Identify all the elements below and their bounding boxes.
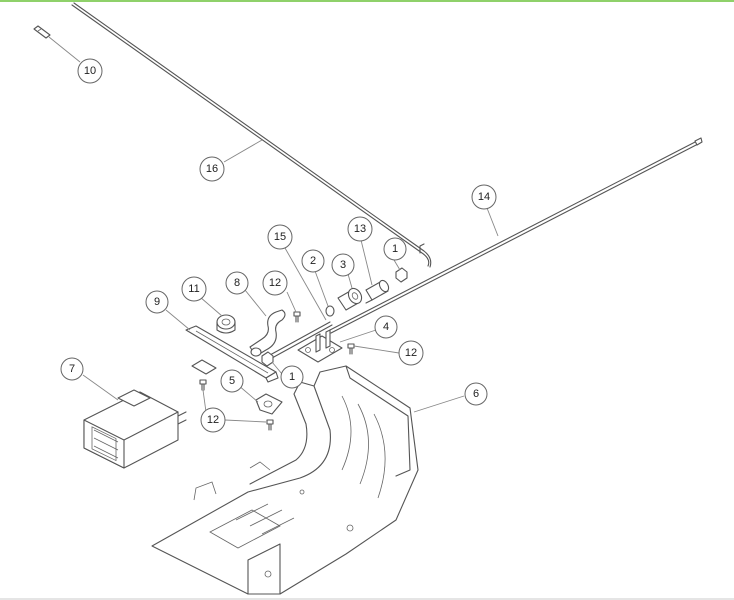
callout-13: 13: [347, 216, 373, 242]
svg-text:14: 14: [478, 191, 490, 203]
svg-text:11: 11: [188, 283, 199, 295]
leader-lines: [48, 36, 499, 423]
svg-text:1: 1: [392, 243, 398, 255]
part-pin: [33, 25, 51, 39]
part-canister: [83, 389, 187, 469]
part-ring: [325, 305, 335, 317]
svg-text:9: 9: [154, 296, 160, 308]
callout-12-lower: 12: [200, 407, 226, 433]
part-bent-link: [249, 309, 286, 357]
callout-9: 9: [145, 290, 169, 314]
svg-text:7: 7: [69, 363, 75, 375]
callout-1-lower: 1: [280, 365, 304, 389]
callout-10: 10: [77, 58, 103, 84]
part-screw-upper: [293, 311, 301, 323]
callout-15: 15: [267, 224, 293, 250]
callout-5: 5: [220, 369, 244, 393]
part-strap: [185, 325, 279, 383]
svg-text:10: 10: [84, 65, 96, 77]
callout-8: 8: [225, 271, 249, 295]
part-nut-lower: [261, 351, 274, 367]
svg-text:16: 16: [206, 163, 218, 175]
part-screw-left: [199, 379, 207, 391]
callout-12-right: 12: [398, 340, 424, 366]
callout-16: 16: [199, 156, 225, 182]
callout-14: 14: [471, 184, 497, 210]
part-long-bent-rod: [71, 2, 432, 268]
part-straight-rod: [329, 137, 703, 334]
part-small-clip: [191, 359, 217, 375]
svg-text:1: 1: [289, 371, 295, 383]
callout-6: 6: [464, 382, 488, 406]
svg-text:13: 13: [354, 223, 366, 235]
svg-text:8: 8: [234, 277, 240, 289]
callout-3: 3: [331, 253, 355, 277]
part-clamp: [216, 314, 236, 334]
svg-text:5: 5: [229, 375, 235, 387]
part-bracket: [297, 329, 343, 363]
svg-text:3: 3: [340, 259, 346, 271]
callout-12-upper: 12: [262, 270, 288, 296]
svg-text:4: 4: [383, 321, 389, 333]
bottom-rule: [0, 598, 734, 600]
part-screw-lower: [266, 419, 274, 431]
callout-4: 4: [374, 315, 398, 339]
svg-text:2: 2: [310, 255, 316, 267]
callout-2: 2: [301, 249, 325, 273]
part-screw-right: [347, 343, 355, 355]
part-rod-segment: [269, 321, 333, 359]
callout-11: 11: [181, 276, 207, 302]
part-skid-plate: [151, 365, 419, 595]
svg-text:12: 12: [207, 414, 219, 426]
callout-1-upper: 1: [383, 237, 407, 261]
part-nut-upper: [395, 267, 408, 283]
part-bushing: [337, 287, 363, 311]
top-accent-rule: [0, 0, 734, 2]
svg-text:15: 15: [274, 231, 286, 243]
svg-text:12: 12: [269, 277, 281, 289]
part-mounting-plate: [255, 393, 283, 415]
svg-text:12: 12: [405, 347, 417, 359]
callout-7: 7: [60, 357, 84, 381]
svg-text:6: 6: [473, 388, 479, 400]
part-rod-connector: [365, 279, 390, 304]
